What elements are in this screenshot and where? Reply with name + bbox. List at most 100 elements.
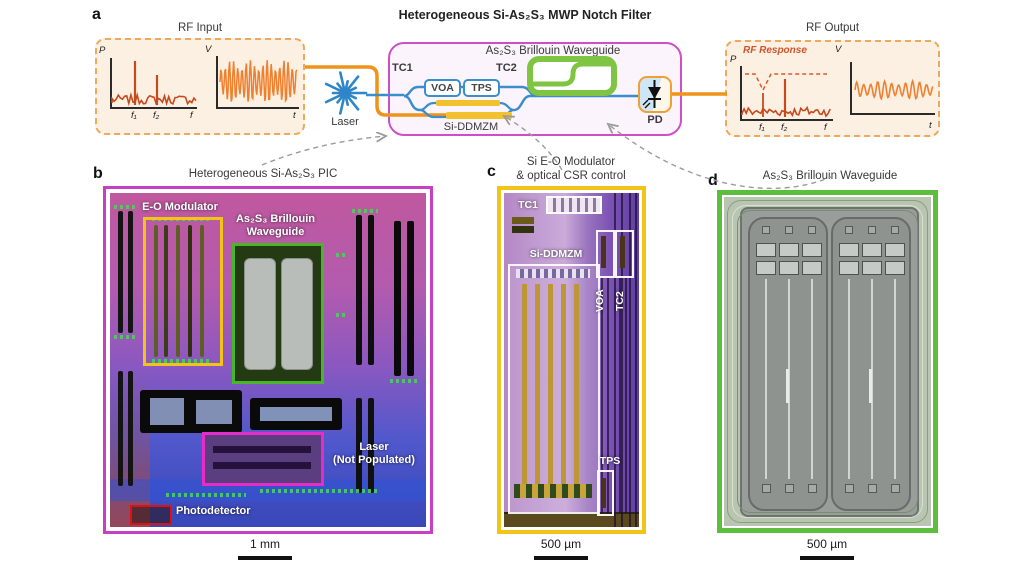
chip-structure — [128, 371, 133, 486]
chip-structure — [368, 215, 374, 365]
scale-bar-d-label: 500 µm — [806, 537, 848, 551]
modulator-micrograph: TC1 Si-DDMZM VOA TC2 TPS — [504, 193, 639, 527]
chip-structure — [535, 284, 540, 484]
chip-structure — [765, 279, 767, 479]
chip-structure — [748, 217, 828, 511]
rf-output-box: RF Response P f₁ f₂ f V t — [725, 40, 940, 137]
chip-structure — [802, 243, 822, 257]
scale-bar-b — [238, 556, 292, 560]
chip-structure — [862, 261, 882, 275]
rf-input-spectrum-plot — [110, 58, 197, 109]
photodiode-icon — [638, 76, 672, 113]
chip-structure — [614, 193, 616, 527]
chip-structure — [862, 243, 882, 257]
chip-structure — [808, 484, 817, 493]
chip-structure — [848, 279, 850, 479]
chip-structure — [368, 398, 374, 493]
panel-c-title: Si E-O Modulator& optical CSR control — [516, 156, 626, 182]
brillouin-annotation-box — [232, 243, 324, 384]
chip-structure — [601, 278, 603, 513]
chip-structure — [356, 398, 362, 493]
chip-structure — [785, 226, 793, 234]
chip-structure — [200, 225, 204, 357]
rf-input-title: RF Input — [177, 22, 223, 34]
panel-b-title: Heterogeneous Si-As₂S₃ PIC — [188, 168, 338, 180]
laser-annotation-box — [202, 432, 324, 486]
chip-structure — [548, 284, 553, 484]
chip-structure — [607, 278, 609, 513]
tps-block: TPS — [463, 79, 500, 97]
chip-structure — [352, 209, 378, 213]
photodetector-annotation-box — [130, 505, 172, 525]
tick-label-f2: f₂ — [153, 110, 160, 121]
chip-structure — [779, 243, 799, 257]
panel-a-label: a — [92, 6, 101, 23]
chip-structure — [356, 215, 362, 365]
chip-structure — [154, 225, 158, 357]
chip-structure — [891, 484, 900, 493]
chip-structure — [839, 261, 859, 275]
chip-structure — [727, 200, 928, 523]
axis-label-t: t — [293, 110, 296, 121]
chip-structure — [118, 371, 123, 486]
chip-structure — [118, 211, 123, 333]
panel-b-label: b — [93, 165, 103, 182]
chip-structure — [164, 225, 168, 357]
chip-structure — [260, 489, 380, 493]
scale-bar-c-label: 500 µm — [540, 537, 582, 551]
scale-bar-c — [534, 556, 588, 560]
chip-structure — [629, 193, 631, 527]
chip-structure — [885, 261, 905, 275]
chip-structure — [188, 225, 192, 357]
tps-region — [597, 470, 614, 516]
chip-structure — [737, 210, 918, 513]
chip-structure — [845, 484, 854, 493]
axis-label-p: P — [730, 54, 737, 65]
axis-label-f: f — [190, 110, 193, 121]
rf-input-box: P f₁ f₂ f V t — [95, 38, 305, 135]
chip-structure — [869, 369, 872, 403]
chip-structure — [625, 278, 627, 513]
tick-label-f1: f₁ — [759, 122, 765, 133]
axis-label-p: P — [99, 45, 106, 56]
brillouin-spiral-waveguide — [527, 56, 617, 96]
chip-structure — [390, 379, 418, 383]
tc2-label: TC2 — [496, 62, 517, 74]
axis-label-f: f — [824, 122, 827, 133]
chip-structure — [802, 261, 822, 275]
chip-structure — [808, 226, 816, 234]
scale-bar-d — [800, 556, 854, 560]
chip-structure — [785, 484, 794, 493]
chip-structure — [831, 217, 911, 511]
figure-title: Heterogeneous Si-As₂S₃ MWP Notch Filter — [398, 8, 652, 22]
chip-structure — [756, 261, 776, 275]
tps-chip-label: TPS — [599, 455, 621, 467]
chip-structure — [128, 211, 133, 333]
chip-structure — [779, 261, 799, 275]
scale-bar-b-label: 1 mm — [250, 537, 280, 551]
chip-structure — [574, 284, 579, 484]
rf-output-title: RF Output — [805, 22, 860, 34]
chip-structure — [619, 278, 621, 513]
axis-label-t: t — [929, 120, 932, 131]
rf-input-waveform-plot — [216, 56, 299, 109]
chip-structure — [152, 359, 210, 363]
ddmzm-chip-label: Si-DDMZM — [529, 248, 583, 260]
eo-modulator-annotation-box — [143, 217, 223, 366]
chip-structure — [176, 225, 180, 357]
chip-structure — [762, 484, 771, 493]
laser-icon — [324, 71, 368, 115]
rf-output-spectrum-plot — [740, 66, 833, 121]
chip-structure — [868, 484, 877, 493]
voa-chip-label: VOA — [594, 289, 606, 313]
tc2-chip-label: TC2 — [614, 291, 626, 311]
chip-structure — [894, 279, 896, 479]
brillouin-waveguide-label: As₂S₃ Brillouin Waveguide — [485, 45, 621, 57]
rf-response-label: RF Response — [743, 45, 807, 56]
chip-structure — [394, 221, 401, 376]
chip-structure — [891, 226, 899, 234]
laser-not-populated-label: Laser(Not Populated) — [333, 441, 415, 466]
